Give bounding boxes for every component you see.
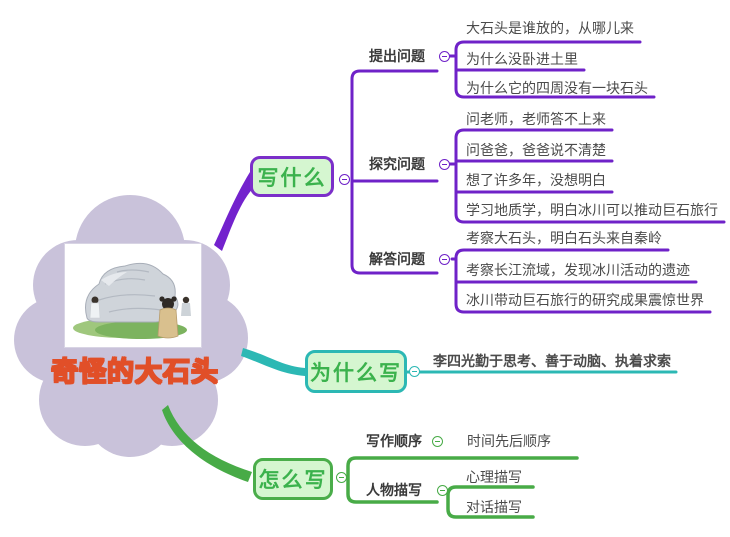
collapse-minus-icon[interactable]: [437, 485, 448, 496]
leaf-item[interactable]: 心理描写: [466, 469, 522, 485]
node-why-write[interactable]: 为什么写: [305, 350, 407, 393]
collapse-minus-icon[interactable]: [439, 159, 450, 170]
leaf-item[interactable]: 对话描写: [466, 499, 522, 515]
node-how-to-write[interactable]: 怎么写: [253, 458, 333, 500]
subtopic-explore-questions[interactable]: 探究问题: [369, 156, 425, 172]
collapse-minus-icon[interactable]: [336, 472, 347, 483]
branch-curve-how: [162, 405, 252, 482]
collapse-minus-icon[interactable]: [409, 366, 420, 377]
rock-illustration: [65, 244, 201, 347]
leaf-item[interactable]: 考察大石头，明白石头来自秦岭: [466, 230, 662, 246]
subtopic-answer-questions[interactable]: 解答问题: [369, 251, 425, 267]
leaf-item[interactable]: 李四光勤于思考、善于动脑、执着求索: [433, 353, 671, 369]
leaf-item[interactable]: 为什么它的四周没有一块石头: [466, 80, 648, 96]
leaf-item[interactable]: 为什么没卧进土里: [466, 51, 578, 67]
leaf-item[interactable]: 冰川带动巨石旅行的研究成果震惊世界: [466, 292, 704, 308]
green-connectors: [346, 456, 579, 519]
subtopic-character-depict[interactable]: 人物描写: [366, 482, 422, 498]
subtopic-raise-questions[interactable]: 提出问题: [369, 48, 425, 64]
central-topic-title[interactable]: 奇怪的大石头: [50, 356, 219, 387]
purple-connectors: [350, 40, 726, 314]
node-what-to-write[interactable]: 写什么: [250, 156, 334, 197]
leaf-item[interactable]: 考察长江流域，发现冰川活动的遗迹: [466, 262, 690, 278]
leaf-item[interactable]: 想了许多年，没想明白: [466, 172, 606, 188]
collapse-minus-icon[interactable]: [432, 436, 443, 447]
collapse-minus-icon[interactable]: [339, 174, 350, 185]
branch-curve-what: [214, 172, 257, 251]
branch-curve-why: [241, 348, 305, 376]
subtopic-writing-order[interactable]: 写作顺序: [366, 433, 422, 449]
leaf-item[interactable]: 学习地质学，明白冰川可以推动巨石旅行: [466, 202, 718, 218]
collapse-minus-icon[interactable]: [439, 254, 450, 265]
leaf-item[interactable]: 问老师，老师答不上来: [466, 111, 606, 127]
leaf-item[interactable]: 大石头是谁放的，从哪儿来: [466, 20, 634, 36]
leaf-item[interactable]: 问爸爸，爸爸说不清楚: [466, 142, 606, 158]
central-image[interactable]: [64, 243, 202, 348]
leaf-item[interactable]: 时间先后顺序: [467, 433, 551, 449]
collapse-minus-icon[interactable]: [439, 51, 450, 62]
